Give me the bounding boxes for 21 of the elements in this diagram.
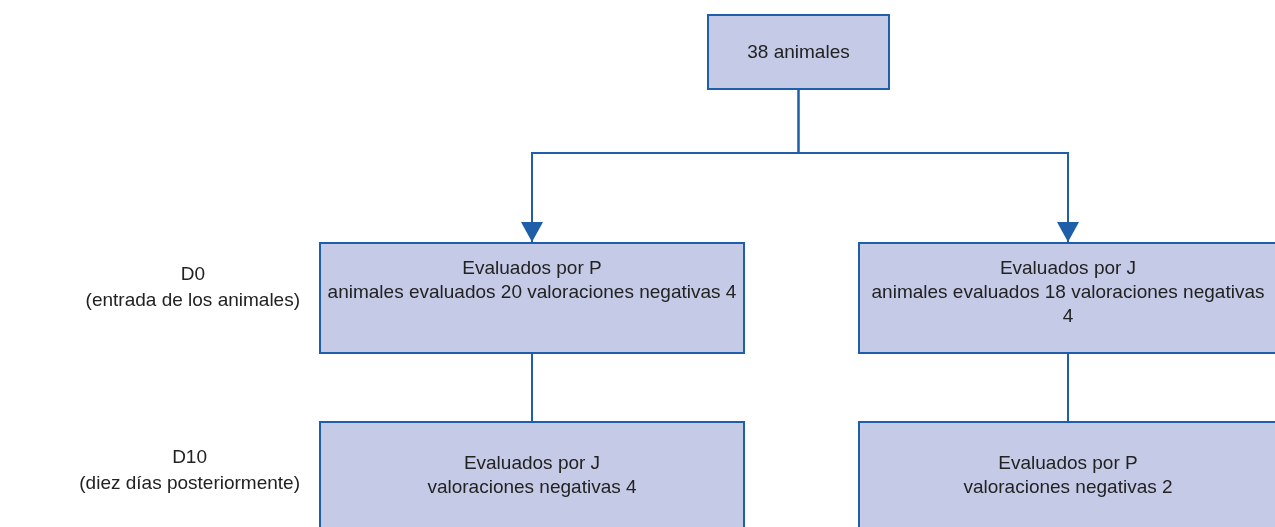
box-text: valoraciones negativas 2: [963, 474, 1173, 499]
process-box: [858, 421, 1275, 527]
box-text: animales evaluados 20 valoraciones negativas 4: [327, 279, 737, 304]
stage-label: D0: [180, 263, 205, 285]
box-text: Evaluados por P: [998, 451, 1138, 475]
box-text: 38 animales: [747, 40, 850, 64]
box-text: Evaluados por P: [462, 256, 602, 280]
connector-line: [1067, 353, 1069, 422]
stage-label: D10: [172, 446, 207, 468]
stage-description: (entrada de los animales): [85, 289, 300, 311]
process-box: [319, 242, 745, 354]
box-text: valoraciones negativas 4: [427, 474, 637, 499]
connector-line: [531, 353, 533, 422]
box-text: animales evaluados 18 valoraciones negativas 4: [870, 279, 1266, 328]
box-text: Evaluados por J: [463, 451, 601, 475]
process-box: [858, 242, 1275, 354]
process-box: [319, 421, 745, 527]
stage-description: (diez días posteriormente): [79, 472, 300, 494]
arrow: [797, 89, 1079, 243]
process-box: [707, 14, 890, 90]
box-text: Evaluados por J: [999, 256, 1137, 280]
